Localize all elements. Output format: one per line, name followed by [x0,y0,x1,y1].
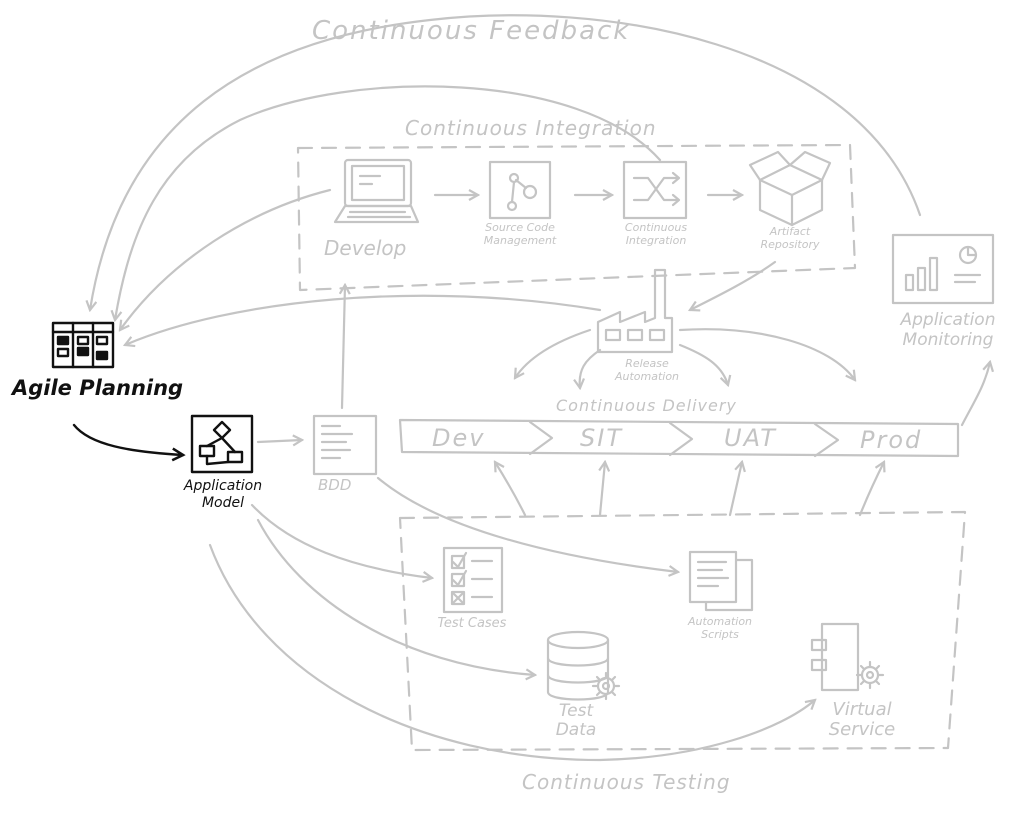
arrow-bdd-to-develop [342,285,345,410]
delivery-pipeline-bar [398,418,960,458]
feedback-arc-outer [90,14,922,310]
ci-dashed-box [296,143,857,292]
arrow-release-to-dev [515,328,592,378]
arrow-model-to-virtual-service [208,543,815,762]
continuous-feedback-title: Continuous Feedback [312,16,631,46]
continuous-integration-label: Continuous Integration [624,221,688,247]
stage-uat-label: UAT [724,424,777,452]
feedback-from-release [125,294,602,345]
test-data-label: Test Data [555,701,597,740]
stage-chevron-2 [668,421,694,457]
stage-sit-label: SIT [580,424,623,452]
gear-icon-virtual-service [855,660,885,690]
stage-dev-label: Dev [432,424,486,452]
stage-prod-label: Prod [860,426,923,454]
continuous-integration-title: Continuous Integration [405,116,657,140]
arrow-planning-to-model [72,423,183,455]
arrow-release-to-sit [580,348,602,388]
flowchart-icon [190,414,254,474]
scripts-icon [688,550,754,612]
arrow-prod-to-monitoring [960,362,990,427]
stage-chevron-3 [813,422,840,458]
laptop-icon [333,158,420,224]
arrow-bdd-to-automation-scripts [376,476,678,572]
artifact-repository-label: Artifact Repository [760,225,820,251]
shuffle-icon [622,160,688,220]
document-icon [312,414,378,476]
checklist-icon [442,546,504,614]
ct-dashed-box [398,510,967,752]
virtual-service-label: Virtual Service [828,699,896,740]
continuous-delivery-title: Continuous Delivery [556,396,737,415]
gear-icon-test-data [591,671,621,701]
arrow-repo-to-release [690,260,777,310]
application-monitoring-label: Application Monitoring [900,310,996,351]
arrow-testing-to-uat [728,462,742,517]
continuous-testing-title: Continuous Testing [522,770,731,794]
kanban-board-icon [51,321,115,369]
virtual-service-icon [810,622,860,692]
arrow-model-to-bdd [256,440,302,442]
bdd-label: BDD [318,476,352,494]
box-icon [748,150,832,227]
agile-planning-label: Agile Planning [12,376,184,400]
arrow-testing-to-dev [495,462,527,517]
source-code-management-label: Source Code Management [483,221,557,247]
factory-icon [596,268,674,354]
application-model-label: Application Model [183,478,263,511]
arrow-model-to-test-data [256,518,535,675]
arrow-release-to-prod [678,328,855,380]
source-code-management-icon [488,160,552,220]
automation-scripts-label: Automation Scripts [687,615,753,641]
arrow-testing-to-sit [600,462,605,517]
arrow-testing-to-prod [858,462,884,517]
arrow-model-to-test-cases [250,503,432,578]
develop-label: Develop [324,236,407,260]
monitoring-dashboard-icon [891,233,995,305]
test-cases-label: Test Cases [437,616,507,631]
feedback-arc-inner [115,85,662,320]
stage-chevron-1 [528,420,554,456]
arrow-release-to-uat [678,343,728,385]
release-automation-label: Release Automation [614,357,680,383]
